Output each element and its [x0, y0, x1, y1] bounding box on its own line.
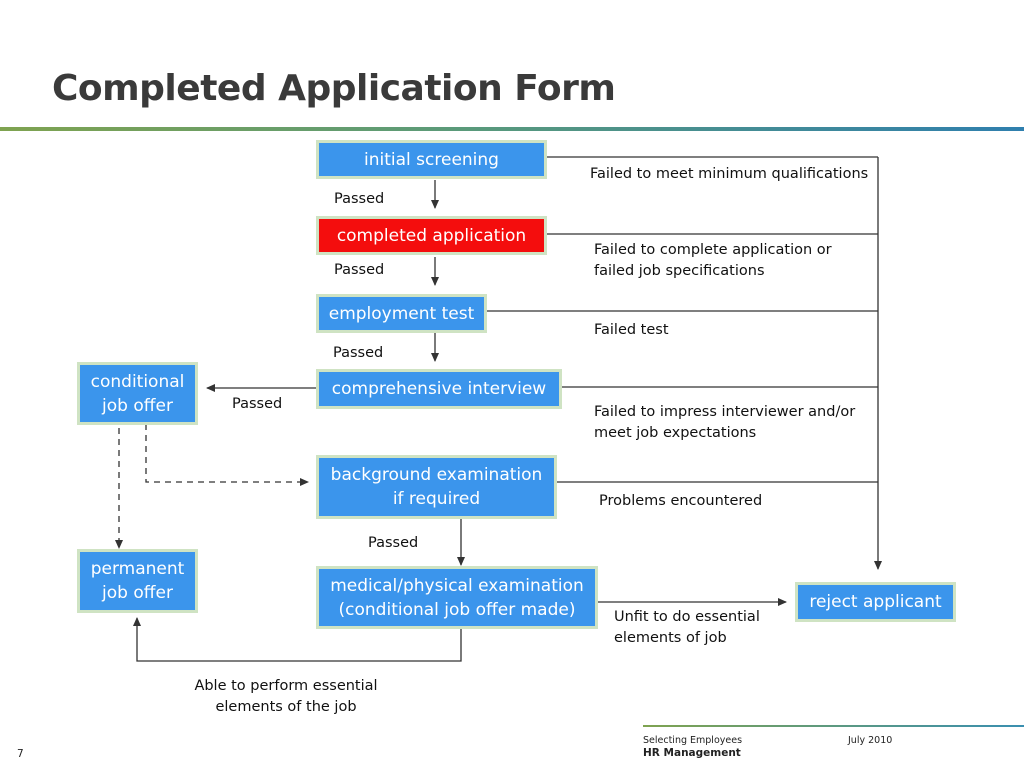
slide-title: Completed Application Form [52, 68, 616, 109]
footer-course: Selecting Employees [643, 735, 743, 746]
fail-label-background: Problems encountered [599, 493, 763, 509]
fail-label-qualifications: Failed to meet minimum qualifications [590, 166, 869, 182]
title-divider [0, 127, 1024, 131]
fail-label-application: Failed to complete application or failed… [594, 242, 832, 279]
medical-examination-box[interactable]: medical/physical examination (conditiona… [316, 566, 598, 629]
reject-applicant-box[interactable]: reject applicant [795, 582, 956, 622]
passed-label-application: Passed [334, 262, 385, 278]
permanent-job-offer-box[interactable]: permanent job offer [77, 549, 198, 613]
footer-date: July 2010 [848, 735, 893, 746]
fail-label-interview: Failed to impress interviewer and/or mee… [594, 404, 856, 441]
completed-application-box[interactable]: completed application [316, 216, 547, 255]
fail-label-medical: Unfit to do essential elements of job [614, 609, 760, 646]
dashed-arrow-conditional-to-background [145, 424, 309, 486]
background-examination-box[interactable]: background examination if required [316, 455, 557, 519]
able-to-perform-label: Able to perform essential elements of th… [194, 678, 378, 715]
passed-label-screening: Passed [334, 191, 385, 207]
passed-label-background: Passed [368, 535, 419, 551]
conditional-job-offer-box[interactable]: conditional job offer [77, 362, 198, 425]
passed-label-interview: Passed [232, 396, 283, 412]
initial-screening-box[interactable]: initial screening [316, 140, 547, 179]
footer-subject: HR Management [643, 747, 741, 759]
employment-test-box[interactable]: employment test [316, 294, 487, 333]
footer-divider [643, 725, 1024, 727]
fail-label-test: Failed test [594, 322, 669, 338]
page-number: 7 [17, 748, 24, 760]
arrow-medical-to-permanent [133, 617, 462, 662]
passed-label-test: Passed [333, 345, 384, 361]
comprehensive-interview-box[interactable]: comprehensive interview [316, 369, 562, 409]
